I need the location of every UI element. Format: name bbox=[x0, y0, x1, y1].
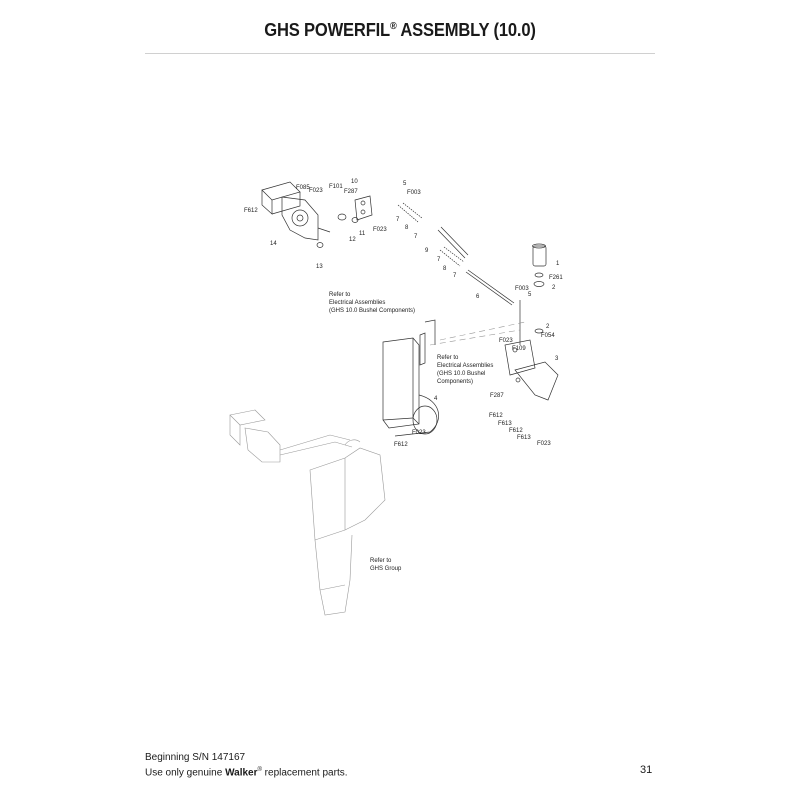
callout: 8 bbox=[405, 225, 409, 231]
callout: F023 bbox=[499, 338, 513, 344]
callout: F003 bbox=[515, 286, 529, 292]
callout: 2 bbox=[546, 324, 550, 330]
svg-text:Refer to: Refer to bbox=[437, 355, 459, 361]
svg-text:Components): Components) bbox=[437, 379, 473, 385]
callout: 7 bbox=[414, 234, 418, 240]
footer: Beginning S/N 147167 Use only genuine Wa… bbox=[145, 752, 348, 779]
callout: F085 bbox=[296, 185, 310, 191]
callout: 4 bbox=[434, 396, 438, 402]
callout: F023 bbox=[373, 227, 387, 233]
header-divider bbox=[145, 53, 655, 54]
callout: F287 bbox=[344, 189, 358, 195]
motor-assembly bbox=[261, 181, 331, 241]
callout: 5 bbox=[403, 181, 407, 187]
spring-rods bbox=[397, 202, 515, 306]
reference-note-ghs-group: Refer to GHS Group bbox=[370, 558, 402, 572]
callout-labels: F085 F023 F101 10 F287 5 F003 F612 14 12… bbox=[244, 179, 563, 448]
callout: 9 bbox=[425, 248, 429, 254]
callout: 8 bbox=[443, 266, 447, 272]
callout: 10 bbox=[351, 179, 358, 185]
callout: F612 bbox=[394, 442, 408, 448]
callout: 7 bbox=[453, 273, 457, 279]
svg-text:Electrical Assemblies: Electrical Assemblies bbox=[329, 300, 385, 306]
serial-number: Beginning S/N 147167 bbox=[145, 752, 246, 763]
callout: F287 bbox=[490, 393, 504, 399]
footer-note: Use only genuine Walker® replacement par… bbox=[145, 767, 348, 779]
callout: F023 bbox=[412, 430, 426, 436]
page-title: GHS POWERFIL® ASSEMBLY (10.0) bbox=[264, 20, 536, 40]
callout: 14 bbox=[270, 241, 277, 247]
callout: F054 bbox=[541, 333, 555, 339]
callout: F612 bbox=[244, 208, 258, 214]
pivot-assembly bbox=[504, 243, 559, 401]
linkage-bracket bbox=[316, 195, 373, 248]
svg-text:Refer to: Refer to bbox=[370, 558, 392, 564]
reference-note-electrical-1: Refer to Electrical Assemblies (GHS 10.0… bbox=[329, 292, 415, 314]
callout: 11 bbox=[359, 231, 366, 237]
callout: F612 bbox=[509, 428, 523, 434]
page-number: 31 bbox=[640, 764, 653, 776]
electrical-box bbox=[382, 319, 439, 437]
svg-text:Refer to: Refer to bbox=[329, 292, 351, 298]
callout: F613 bbox=[517, 435, 531, 441]
svg-text:Electrical Assemblies: Electrical Assemblies bbox=[437, 363, 493, 369]
callout: F023 bbox=[309, 188, 323, 194]
callout: 5 bbox=[528, 292, 532, 298]
callout: F613 bbox=[498, 421, 512, 427]
callout: 2 bbox=[552, 285, 556, 291]
reference-note-electrical-2: Refer to Electrical Assemblies (GHS 10.0… bbox=[437, 355, 493, 385]
callout: F612 bbox=[489, 413, 503, 419]
callout: 13 bbox=[316, 264, 323, 270]
callout: 1 bbox=[556, 261, 560, 267]
callout: F101 bbox=[329, 184, 343, 190]
svg-text:(GHS 10.0 Bushel Components): (GHS 10.0 Bushel Components) bbox=[329, 308, 415, 314]
svg-text:(GHS 10.0 Bushel: (GHS 10.0 Bushel bbox=[437, 371, 485, 377]
callout: F261 bbox=[549, 275, 563, 281]
callout: 6 bbox=[476, 294, 480, 300]
callout: F109 bbox=[512, 346, 526, 352]
ghs-group-outline bbox=[229, 321, 526, 616]
callout: 3 bbox=[555, 356, 559, 362]
callout: F003 bbox=[407, 190, 421, 196]
callout: 12 bbox=[349, 237, 356, 243]
callout: F023 bbox=[537, 441, 551, 447]
callout: 7 bbox=[396, 217, 400, 223]
svg-text:GHS Group: GHS Group bbox=[370, 566, 402, 572]
callout: 7 bbox=[437, 257, 441, 263]
